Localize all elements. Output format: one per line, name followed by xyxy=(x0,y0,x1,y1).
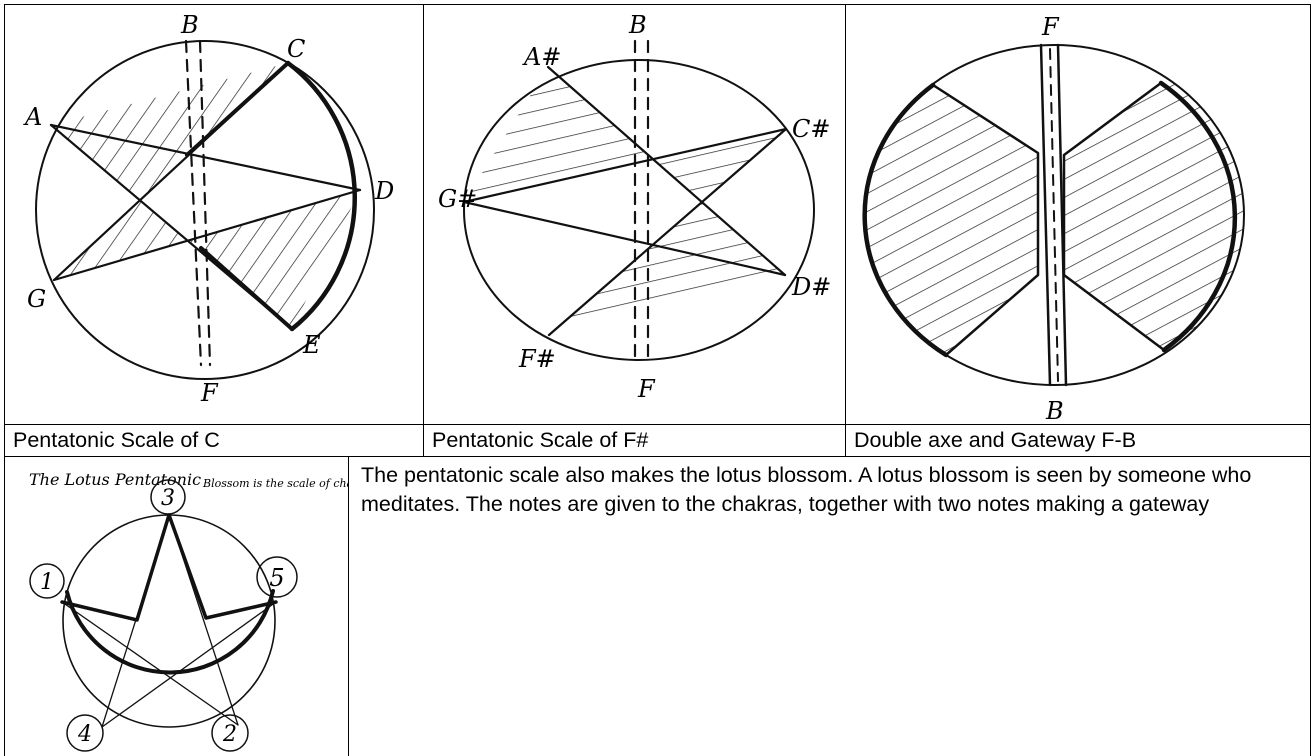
line-dsharp-gsharp xyxy=(462,200,787,277)
axe-edge-left xyxy=(931,83,1040,357)
lotus-circle xyxy=(62,514,276,728)
note-label-dsharp: D# xyxy=(791,273,831,301)
col-divider-lotus xyxy=(348,456,349,756)
double-axe-diagram: F B xyxy=(862,13,1245,424)
note-label-bottom: B xyxy=(1045,397,1064,424)
table-border-top xyxy=(4,4,1311,5)
chakra-circle-4 xyxy=(66,714,104,752)
scale-circle xyxy=(463,59,815,361)
chakra-label-5: 5 xyxy=(269,564,284,592)
right-arc-bold xyxy=(1158,80,1238,353)
chakra-label-2: 2 xyxy=(222,722,237,747)
note-label-fsharp: F# xyxy=(518,345,556,373)
scale-circle xyxy=(35,40,375,380)
chakra-circle-1 xyxy=(29,563,65,599)
row-divider-2 xyxy=(4,456,1311,457)
caption-pentatonic-c: Pentatonic Scale of C xyxy=(13,428,220,452)
note-label-top: B xyxy=(628,11,647,39)
gateway-dashed-line xyxy=(1049,48,1059,382)
chakra-label-1: 1 xyxy=(40,570,54,595)
chakra-circle-3 xyxy=(150,479,186,515)
hatched-axe-left xyxy=(864,85,1038,355)
axe-edge-right xyxy=(1062,81,1166,352)
pentatonic-c-diagram: B F C D E G A xyxy=(23,11,394,407)
pentatonic-fsharp-diagram: B F A# C# D# F# G# xyxy=(438,11,831,403)
caption-pentatonic-fsharp: Pentatonic Scale of F# xyxy=(432,428,649,452)
note-label-gsharp: G# xyxy=(438,185,477,213)
gateway-line-2 xyxy=(198,39,212,367)
bold-segment-e xyxy=(199,246,294,331)
scale-arc-bold xyxy=(285,60,357,332)
lotus-arc-bold xyxy=(65,589,275,675)
note-label-csharp: C# xyxy=(792,115,830,143)
chakra-circle-2 xyxy=(211,714,249,752)
lotus-star-bold xyxy=(60,513,278,622)
caption-double-axe: Double axe and Gateway F-B xyxy=(854,428,1137,452)
note-label-g: G xyxy=(27,285,46,313)
lotus-cell: The Lotus Pentatonic Blossom is the scal… xyxy=(5,457,348,756)
hatched-region xyxy=(51,63,360,329)
lotus-diagram: The Lotus Pentatonic Blossom is the scal… xyxy=(29,470,348,752)
left-arc-bold xyxy=(862,82,949,358)
figure-fsharp-cell: B F A# C# D# F# G# xyxy=(424,5,845,424)
line-csharp-fsharp xyxy=(547,127,788,337)
note-label-asharp: A# xyxy=(522,43,561,71)
lotus-title-left: The Lotus Pentatonic xyxy=(29,470,201,489)
hatched-region xyxy=(464,67,786,335)
gateway-line-2 xyxy=(1056,43,1068,387)
gateway-line-1 xyxy=(1039,43,1052,387)
table-border-left xyxy=(4,4,5,756)
chakra-circle-5 xyxy=(256,556,298,598)
note-label-top: B xyxy=(180,11,199,39)
line-asharp-dsharp xyxy=(546,65,787,277)
row-divider-1 xyxy=(4,424,1311,425)
note-label-a: A xyxy=(23,103,42,131)
col-divider-1 xyxy=(423,4,424,456)
note-label-bottom: F xyxy=(637,375,656,403)
chakra-label-4: 4 xyxy=(77,722,92,747)
lotus-title-right: Blossom is the scale of chakras. xyxy=(202,477,348,490)
figure-double-axe-cell: F B xyxy=(846,5,1310,424)
line-a-d xyxy=(49,123,362,192)
figure-c-cell: B F C D E G A xyxy=(5,5,423,424)
line-gsharp-csharp xyxy=(462,127,788,204)
star-thin-right xyxy=(61,514,239,726)
lotus-description: The pentatonic scale also makes the lotu… xyxy=(361,463,1252,516)
note-label-d: D xyxy=(374,177,394,205)
note-label-e: E xyxy=(302,331,321,359)
hatched-axe-right xyxy=(1064,83,1244,350)
note-label-top: F xyxy=(1041,13,1060,41)
note-label-bottom: F xyxy=(200,379,219,407)
note-label-c: C xyxy=(287,35,305,63)
table-border-right xyxy=(1310,4,1311,756)
chakra-label-3: 3 xyxy=(161,486,175,511)
col-divider-2 xyxy=(845,4,846,456)
star-thin-left xyxy=(101,514,277,728)
gateway-line-1 xyxy=(184,39,203,367)
